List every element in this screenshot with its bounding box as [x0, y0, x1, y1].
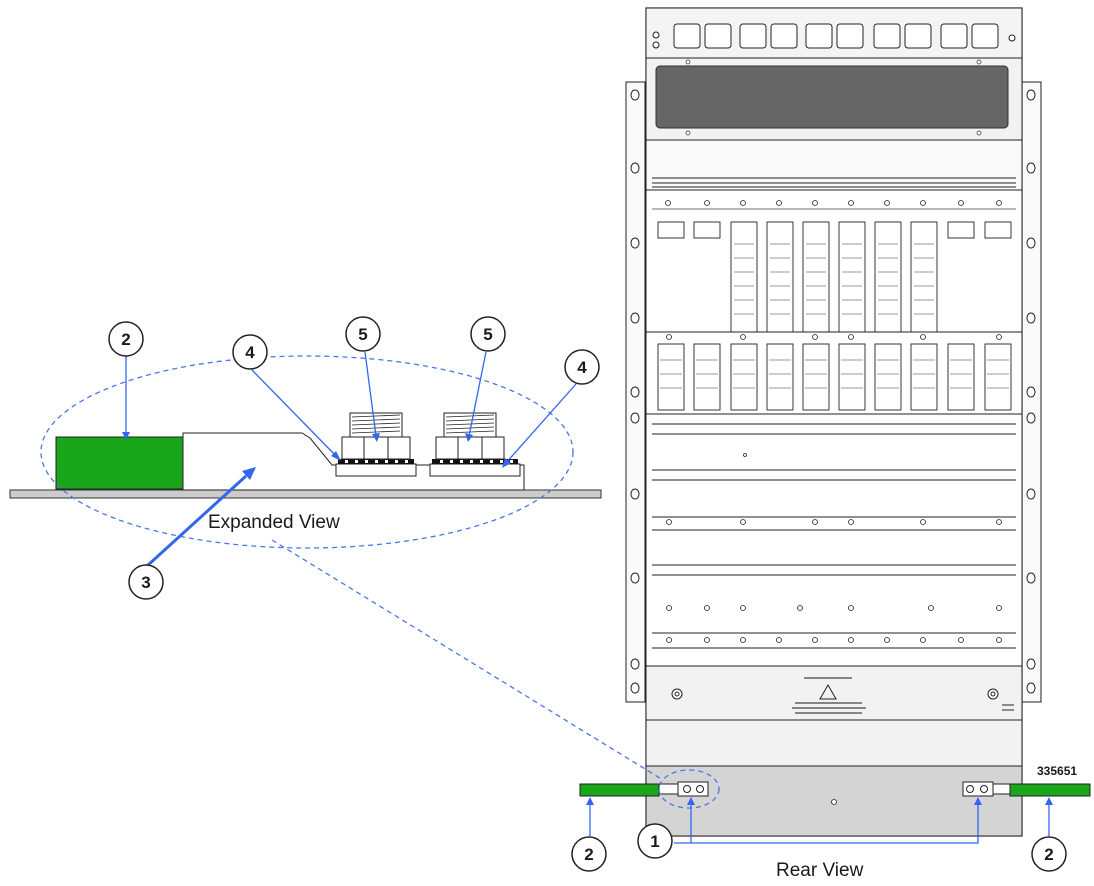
callout-5-left: 5: [345, 316, 381, 352]
expanded-view-label: Expanded View: [208, 512, 340, 533]
lower-line-cards: [657, 343, 1012, 411]
callout-4-left: 4: [232, 334, 268, 370]
callout-5-left-label: 5: [358, 325, 367, 344]
callout-5-right-label: 5: [483, 325, 492, 344]
callout-3: 3: [128, 564, 164, 600]
ground-cable-expanded: [55, 436, 185, 490]
fabric-screws: [666, 334, 1002, 643]
mounting-surface: [9, 489, 602, 499]
callout-4-right: 4: [564, 349, 600, 385]
callout-4-left-label: 4: [245, 343, 255, 362]
chassis-rear-view: [625, 7, 1042, 837]
callout-5-right: 5: [470, 316, 506, 352]
callout-2-bottom-left: 2: [571, 836, 607, 872]
ear-holes: [630, 89, 1036, 694]
upper-line-cards: [657, 221, 1012, 333]
ground-lug-left: [658, 781, 709, 797]
leader-lines: [122, 351, 1053, 844]
top-module-slots: [652, 23, 1016, 49]
expanded-view-leader: [271, 539, 664, 781]
callout-2-bottom-right: 2: [1031, 836, 1067, 872]
callout-2-bottom-left-label: 2: [584, 845, 593, 864]
warning-icon: [819, 683, 837, 700]
upper-card-ribs: [734, 243, 934, 315]
ground-cable-right: [1009, 783, 1091, 797]
ground-cable-left: [579, 783, 660, 797]
expanded-view-boundary: [40, 355, 574, 549]
callout-2-expanded-label: 2: [121, 330, 130, 349]
expanded-view: [9, 355, 602, 549]
callout-2-expanded: 2: [108, 321, 144, 357]
power-module: [645, 665, 1023, 767]
callout-1-label: 1: [650, 832, 659, 851]
ground-lug-right: [962, 781, 1011, 797]
lug-highlight: [658, 769, 720, 809]
figure-number: 335651: [1037, 764, 1077, 778]
dark-filter-panel: [655, 65, 1009, 129]
callout-1: 1: [637, 823, 673, 859]
callout-2-bottom-right-label: 2: [1044, 845, 1053, 864]
callout-3-label: 3: [141, 573, 150, 592]
rear-view-label: Rear View: [776, 860, 864, 881]
callout-4-right-label: 4: [577, 358, 587, 377]
upper-card-screws: [665, 200, 1002, 206]
